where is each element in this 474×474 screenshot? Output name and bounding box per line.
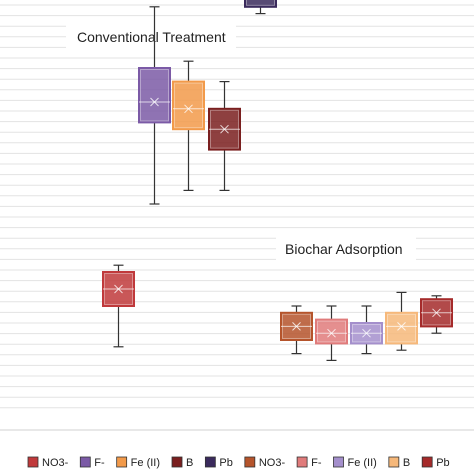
legend-item: Fe (II) <box>333 456 377 469</box>
mean-marker <box>327 328 336 338</box>
box-plot <box>315 305 348 361</box>
box <box>315 318 348 345</box>
box-highlight <box>387 313 416 343</box>
group-label-biochar: Biochar Adsorption <box>285 241 403 257</box>
legend-swatch <box>116 456 128 468</box>
box <box>172 80 205 131</box>
legend-swatch <box>244 456 256 468</box>
legend-item: Pb <box>204 456 233 469</box>
group-label-bg-biochar <box>276 236 416 264</box>
box-plot <box>244 0 277 15</box>
box <box>138 67 171 124</box>
legend-item: NO3- <box>27 456 69 469</box>
legend-label: B <box>186 457 193 469</box>
legend-label: F- <box>311 457 322 469</box>
mean-marker <box>397 322 406 331</box>
legend-label: Pb <box>436 457 449 469</box>
box-plot <box>350 305 383 355</box>
box-plot <box>420 295 453 334</box>
legend-swatch <box>333 456 344 468</box>
legend-label: Pb <box>219 457 232 469</box>
mean-marker <box>114 284 123 294</box>
legend-swatch <box>421 456 433 468</box>
box-plot <box>172 60 205 191</box>
box <box>385 311 418 345</box>
mean-marker <box>184 104 193 114</box>
legend-item: Pb <box>421 456 450 469</box>
box-plot <box>280 305 313 355</box>
legend-item: NO3- <box>244 456 286 469</box>
box <box>244 0 277 8</box>
mean-marker <box>362 328 371 338</box>
box-plot <box>385 291 418 351</box>
box-plot <box>138 6 171 205</box>
box-highlight <box>317 320 346 343</box>
mean-marker <box>150 97 159 107</box>
legend-label: Fe (II) <box>131 457 160 469</box>
legend-item: F- <box>79 456 105 469</box>
legend-swatch <box>171 456 183 468</box>
mean-marker <box>292 322 301 331</box>
legend-item: B <box>388 456 410 469</box>
legend-label: B <box>403 457 410 469</box>
legend-item: Fe (II) <box>116 456 160 469</box>
legend-item: B <box>171 456 193 469</box>
mean-marker <box>220 124 229 134</box>
box-plot <box>208 80 241 191</box>
box-plots <box>102 0 453 361</box>
legend-swatch <box>27 456 39 468</box>
legend-label: NO3- <box>42 457 69 469</box>
legend-label: F- <box>94 457 105 469</box>
mean-marker <box>432 308 441 318</box>
box-plot <box>102 264 135 348</box>
legend-swatch <box>79 456 91 468</box>
group-label-bg-conventional <box>66 24 236 54</box>
legend: NO3- F- Fe (II) B Pb NO3- F- Fe (II) B Pb <box>27 456 450 469</box>
legend-item: F- <box>296 456 322 469</box>
gridlines <box>0 4 474 409</box>
legend-label: Fe (II) <box>348 457 377 469</box>
group-labels: Conventional Treatment Biochar Adsorptio… <box>66 24 416 264</box>
legend-label: NO3- <box>259 457 286 469</box>
box-highlight <box>246 0 275 6</box>
legend-swatch <box>296 456 308 468</box>
legend-swatch <box>388 456 400 468</box>
box-highlight <box>174 82 203 129</box>
group-label-conventional: Conventional Treatment <box>77 29 226 45</box>
box-highlight <box>140 69 169 122</box>
legend-swatch <box>204 456 216 468</box>
